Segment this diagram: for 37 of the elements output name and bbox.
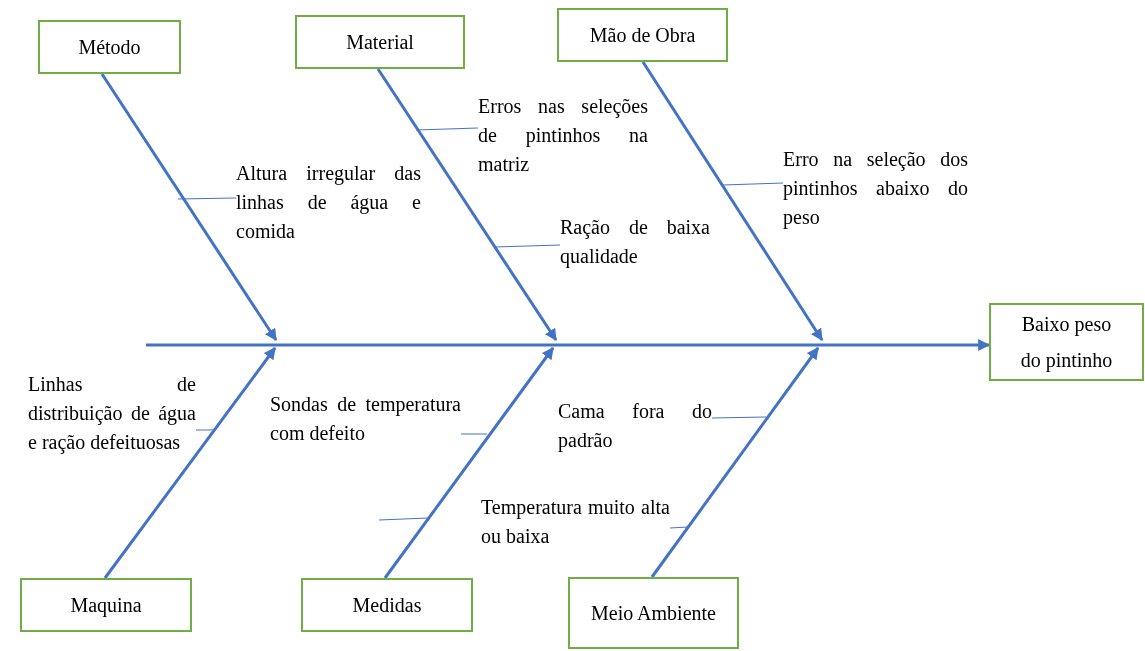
- leader-line: [669, 526, 689, 529]
- cause-text: Cama fora do padrão: [558, 399, 712, 454]
- leader-line: [415, 127, 479, 131]
- box-label: Meio Ambiente: [591, 601, 716, 626]
- arrow: [641, 61, 824, 341]
- leader-line: [195, 429, 214, 431]
- cause-text: Temperatura muito alta ou baixa: [481, 495, 670, 549]
- arrow: [146, 339, 991, 351]
- leader-line: [460, 433, 488, 435]
- leader-line: [494, 244, 561, 248]
- category-box: [20, 578, 192, 632]
- cause-text: Linhas de distribuição de água e ração defeituosas: [28, 372, 196, 456]
- arrow: [383, 347, 555, 579]
- category-box: [557, 8, 728, 62]
- arrow: [100, 73, 278, 341]
- category-box: [38, 20, 181, 74]
- arrow: [376, 68, 558, 341]
- category-box: [301, 578, 473, 632]
- category-box: [568, 577, 739, 649]
- category-box: [989, 303, 1144, 381]
- leader-line: [177, 197, 237, 200]
- cause-text: Altura irregular das linhas de água e comida: [236, 161, 421, 244]
- box-label: Medidas: [352, 592, 422, 618]
- category-box: [295, 15, 465, 69]
- box-label: Baixo peso do pintinho: [1019, 312, 1114, 374]
- leader-line: [711, 416, 767, 419]
- box-label: Maquina: [70, 592, 142, 619]
- cause-text: Sondas de temperatura com defeito: [270, 392, 461, 446]
- box-label: Material: [346, 29, 414, 55]
- leader-line: [722, 182, 784, 186]
- cause-text: Erro na seleção dos pintinhos abaixo do peso: [783, 147, 968, 231]
- box-label: Mão de Obra: [589, 22, 696, 48]
- cause-text: Erros nas seleções de pintinhos na matriz: [478, 94, 648, 177]
- arrow: [650, 347, 820, 578]
- arrow: [103, 347, 277, 579]
- cause-text: Ração de baixa qualidade: [560, 215, 710, 270]
- box-label: Método: [78, 34, 141, 60]
